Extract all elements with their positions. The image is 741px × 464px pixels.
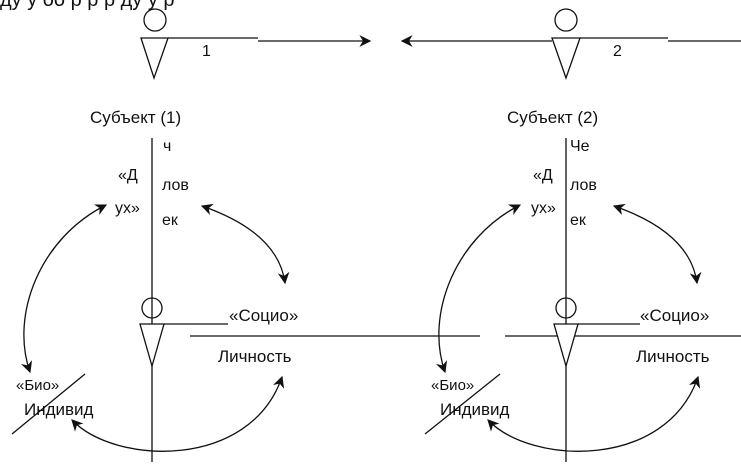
- interaction-connector: [168, 35, 741, 47]
- chelovek-line2: ек: [162, 212, 179, 229]
- arrow-dukh-bio: [21, 204, 108, 374]
- person-head-icon: [554, 8, 578, 32]
- chelovek-line0: ч: [163, 138, 171, 155]
- person-body-icon: [553, 323, 579, 369]
- dukh-line1: «Д: [118, 167, 138, 184]
- chelovek-line1: лов: [162, 177, 189, 194]
- person-body-icon: [139, 323, 165, 369]
- dukh-line2: ух»: [115, 200, 140, 217]
- subject-2: 2 Субъект (2): [507, 8, 622, 127]
- socio-label: «Социо»: [640, 306, 709, 325]
- person-head-icon: [141, 297, 163, 319]
- person-head-icon: [555, 297, 577, 319]
- chelovek-line1: лов: [570, 177, 597, 194]
- person-structure-1: ч лов ек «Д ух» «Социо» Личность «Био» И…: [11, 138, 360, 462]
- person-head-icon: [143, 8, 167, 32]
- arrow-chelovek-socio: [612, 203, 702, 285]
- arrow-chelovek-socio: [200, 203, 290, 285]
- arrow-individ-lichnost: [71, 375, 285, 452]
- lichnost-label: Личность: [218, 347, 292, 366]
- person-structure-2: Че лов ек «Д ух» «Социо» Личность «Био» …: [424, 138, 741, 462]
- dukh-line2: ух»: [531, 200, 556, 217]
- arrow-individ-lichnost: [487, 375, 701, 452]
- person-body-icon: [551, 37, 581, 80]
- subject-caption: Субъект (1): [90, 108, 181, 127]
- top-line-text: ду у оо р р р ду у р: [0, 0, 175, 11]
- chelovek-line2: ек: [570, 212, 587, 229]
- bio-label: «Био»: [431, 377, 474, 394]
- subject-number: 1: [202, 43, 211, 60]
- lichnost-label: Личность: [636, 347, 710, 366]
- chelovek-line0: Че: [570, 138, 590, 155]
- individ-label: Индивид: [440, 400, 510, 419]
- subject-1: 1 Субъект (1): [90, 8, 211, 127]
- subject-caption: Субъект (2): [507, 108, 598, 127]
- bio-label: «Био»: [16, 377, 59, 394]
- arrow-dukh-bio: [436, 204, 522, 374]
- person-body-icon: [140, 37, 169, 81]
- dukh-line1: «Д: [533, 167, 553, 184]
- socio-label: «Социо»: [229, 306, 298, 325]
- subject-number: 2: [613, 43, 622, 60]
- individ-label: Индивид: [24, 400, 94, 419]
